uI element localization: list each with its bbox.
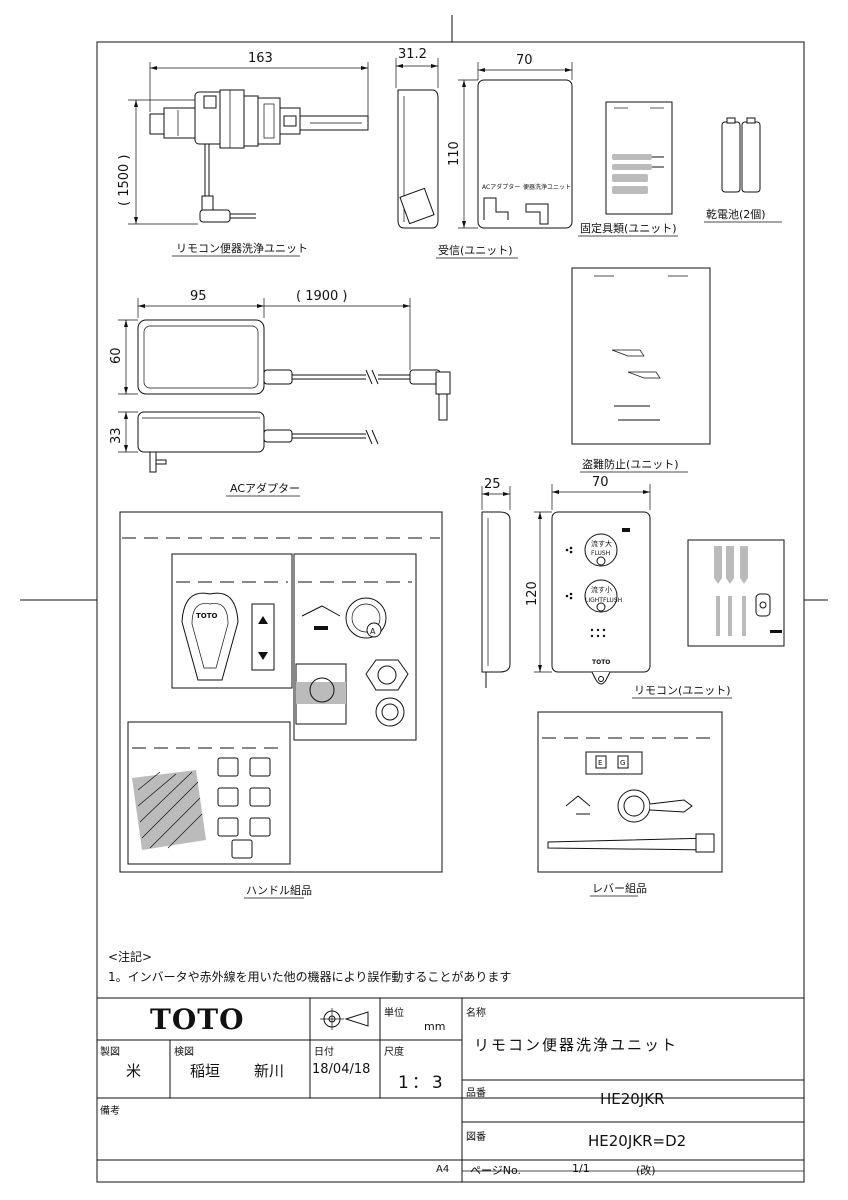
page-label: ページNo.: [470, 1164, 522, 1177]
name-value: リモコン便器洗浄ユニット: [474, 1036, 679, 1054]
handle-toto-mark: TOTO: [196, 612, 218, 620]
dim-1900: ( 1900 ): [296, 289, 348, 304]
name-label: 名称: [466, 1008, 486, 1019]
revision-label: (改): [636, 1164, 656, 1177]
ac-adapter-caption: ACアダプター: [230, 481, 300, 495]
receiver-unit-label: 便器洗浄ユニット: [523, 183, 571, 191]
checked-label: 検図: [174, 1047, 194, 1058]
flush-big-button: [584, 533, 618, 567]
anti-theft-drawing: 盗難防止(ユニット): [571, 267, 711, 473]
date-value: 18/04/18: [312, 1062, 371, 1077]
drawn-label: 製図: [100, 1047, 120, 1058]
dim-70-receiver: 70: [516, 53, 533, 68]
lever-kit-caption: レバー組品: [592, 882, 647, 895]
remote-unit-drawing: 163 ( 1500 ) リモコン便器洗浄ユニット: [117, 51, 369, 257]
receiver-side-drawing: 31.2 受信(ユニット): [395, 47, 518, 259]
dim-110: 110: [447, 141, 462, 166]
remote-control-drawing: 25 70 120 流す大 FLUSH 流す小 LIGHTFLUSH TOTO …: [481, 475, 732, 699]
anti-theft-caption: 盗難防止(ユニット): [582, 457, 679, 471]
fixings-drawing: 固定具類(ユニット): [578, 101, 678, 237]
date-label: 日付: [314, 1047, 334, 1058]
remote-toto-mark: TOTO: [592, 659, 610, 666]
unit-value: mm: [424, 1020, 446, 1033]
flush-small-en-label: LIGHTFLUSH: [585, 597, 622, 604]
checked-value-2: 新川: [254, 1062, 285, 1080]
drawing-no-label: 図番: [466, 1132, 486, 1143]
part-no-label: 品番: [466, 1088, 486, 1099]
flush-small-button: [584, 579, 618, 613]
dim-31-2: 31.2: [398, 47, 427, 62]
handle-kit-caption: ハンドル組品: [246, 884, 312, 897]
unit-label: 単位: [384, 1008, 404, 1019]
dim-33: 33: [109, 427, 124, 444]
remote-control-caption: リモコン(ユニット): [634, 684, 731, 697]
marker-a: A: [370, 627, 376, 636]
page-value: 1/1: [572, 1162, 590, 1175]
battery-caption: 乾電池(2個): [706, 208, 766, 221]
drawing-no-value: HE20JKR=D2: [588, 1132, 687, 1150]
lever-kit-drawing: E G レバー組品: [537, 711, 723, 897]
ac-adapter-drawing: 95 ( 1900 ) 60 33: [109, 289, 451, 497]
title-block: [97, 997, 804, 1182]
dim-163: 163: [248, 51, 273, 66]
screws-drawing: [687, 539, 785, 647]
checked-value-1: 稲垣: [190, 1062, 221, 1080]
dim-1500: ( 1500 ): [117, 155, 132, 207]
scale-value: 1：3: [398, 1073, 446, 1093]
marker-g: G: [620, 759, 625, 767]
flush-small-label: 流す小: [591, 585, 612, 594]
sheet-border: [96, 41, 805, 1183]
handle-kit-drawing: TOTO A ハンドル組品: [119, 511, 443, 899]
dim-70-remote: 70: [592, 475, 609, 490]
receiver-ac-label: ACアダプター: [482, 183, 520, 191]
paper-size: A4: [436, 1164, 450, 1175]
scale-label: 尺度: [384, 1047, 404, 1058]
part-no-value: HE20JKR: [600, 1090, 665, 1108]
notes-heading: <注記>: [108, 950, 153, 964]
toto-logo: TOTO: [150, 1003, 245, 1036]
remote-unit-caption: リモコン便器洗浄ユニット: [176, 241, 308, 255]
dim-120: 120: [525, 581, 540, 606]
dim-60: 60: [109, 347, 124, 364]
dim-25: 25: [484, 477, 501, 492]
receiver-front-drawing: 70 110 ACアダプター 便器洗浄ユニット: [447, 53, 573, 229]
notes-line-1: 1。インバータや赤外線を用いた他の機器により誤作動することがあります: [108, 970, 512, 984]
marker-e: E: [598, 759, 602, 767]
fixings-caption: 固定具類(ユニット): [580, 221, 677, 235]
receiver-caption: 受信(ユニット): [438, 244, 513, 257]
flush-big-label: 流す大: [591, 539, 612, 548]
remarks-label: 備考: [100, 1106, 120, 1117]
dim-95: 95: [190, 289, 207, 304]
drawn-value: 米: [126, 1062, 142, 1080]
flush-big-en-label: FLUSH: [591, 550, 610, 557]
battery-drawing: 乾電池(2個): [704, 117, 782, 223]
